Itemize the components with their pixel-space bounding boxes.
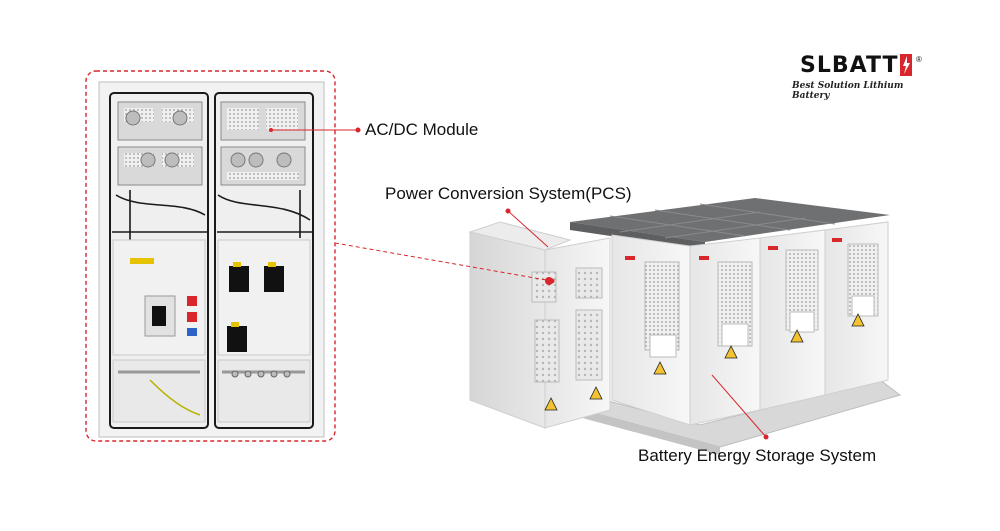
brand-logo: SLBATT ® Best Solution Lithium Battery <box>792 53 932 101</box>
battery-cabinets <box>570 198 890 426</box>
pcs-cabinet <box>468 221 611 429</box>
logo-tagline: Best Solution Lithium Battery <box>792 81 904 101</box>
logo-wordmark: SLBATT <box>800 53 899 78</box>
callout-lines <box>269 127 769 440</box>
breaker-panel-left <box>112 239 206 356</box>
bess-label: Battery Energy Storage System <box>638 446 877 465</box>
cabinet-interior-view <box>85 70 336 442</box>
lightning-icon <box>900 54 912 76</box>
warning-triangle-icon <box>544 386 603 411</box>
logo-registered-mark: ® <box>916 55 922 64</box>
acdc-module-label: AC/DC Module <box>365 120 479 139</box>
acdc-module-left-top <box>117 101 203 141</box>
pcs-label: Power Conversion System(PCS) <box>385 184 632 203</box>
acdc-module-right-bottom <box>220 146 306 186</box>
bess-container-assembly <box>468 198 902 455</box>
breaker-panel-right <box>217 239 311 356</box>
acdc-module-right-top <box>220 101 306 141</box>
callout-dashed-frame <box>85 70 336 442</box>
acdc-module-left-bottom <box>117 146 203 186</box>
